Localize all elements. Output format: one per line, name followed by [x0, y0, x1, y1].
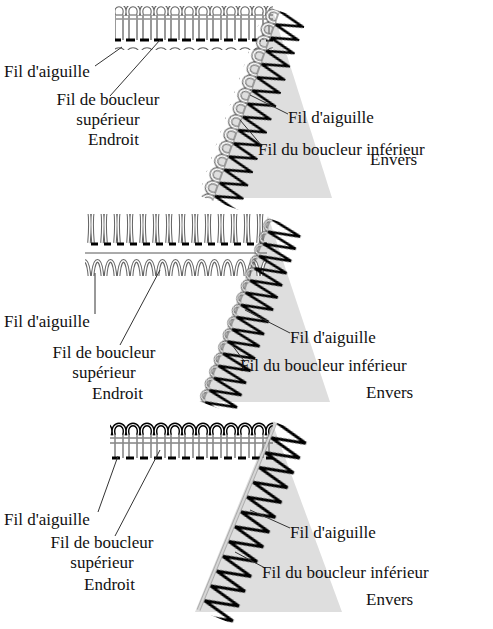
- stitch-row: [110, 418, 273, 460]
- side-label: Envers: [366, 383, 413, 403]
- needle-thread-label: Fil d'aiguille: [4, 312, 90, 332]
- stitch-edge: [193, 420, 311, 625]
- side-label: Endroit: [84, 575, 135, 595]
- side-label: Envers: [366, 590, 413, 610]
- side-label: Endroit: [88, 130, 139, 150]
- upper-looper-label: Fil de boucleur supérieur: [24, 343, 184, 383]
- upper-looper-label: Fil de boucleur supérieur: [22, 533, 182, 573]
- lower-looper-label: Fil du boucleur inférieur: [262, 563, 429, 583]
- upper-looper-label: Fil de boucleur supérieur: [28, 90, 188, 130]
- needle-thread-label: Fil d'aiguille: [4, 62, 90, 82]
- stitch-row: [115, 6, 273, 50]
- needle-thread-label: Fil d'aiguille: [288, 108, 374, 128]
- stitch-edge: [195, 216, 304, 415]
- needle-thread-label: Fil d'aiguille: [290, 523, 376, 543]
- stitch-row: [85, 214, 267, 276]
- needle-thread-label: Fil d'aiguille: [290, 328, 376, 348]
- side-label: Envers: [370, 150, 417, 170]
- side-label: Endroit: [92, 384, 143, 404]
- needle-thread-label: Fil d'aiguille: [4, 510, 90, 530]
- lower-looper-label: Fil du boucleur inférieur: [240, 356, 407, 376]
